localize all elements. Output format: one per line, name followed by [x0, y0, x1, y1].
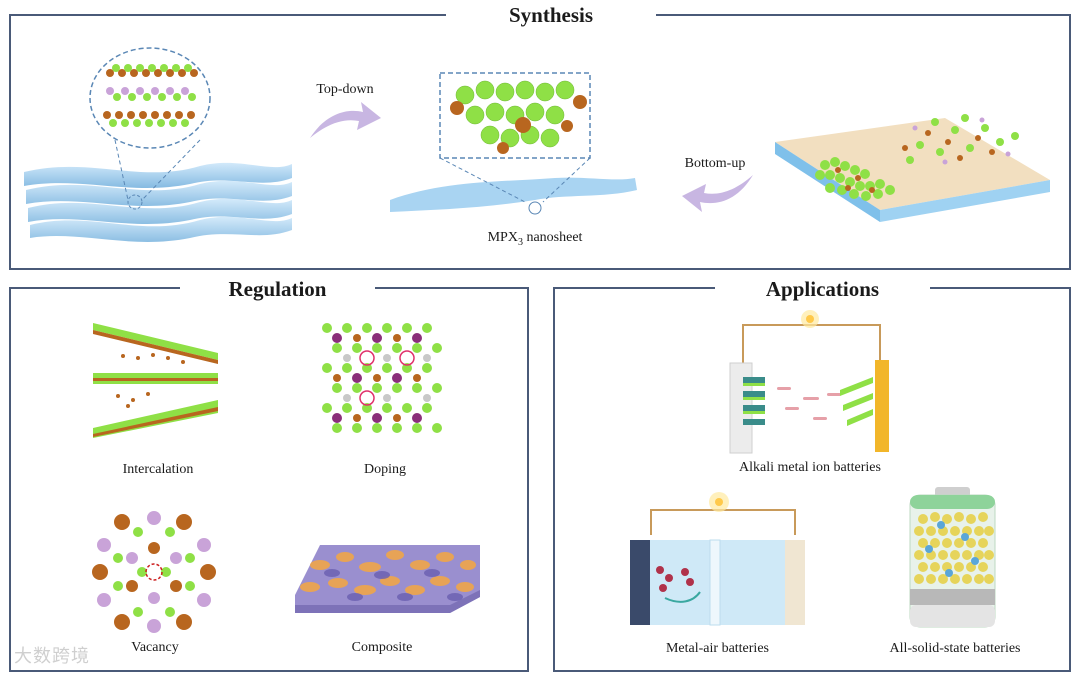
- nanosheet-subscript: 3: [517, 236, 523, 248]
- alkali-ion-battery-illustration: [729, 310, 889, 454]
- vacancy-label: Vacancy: [131, 640, 179, 655]
- metal-air-battery-illustration: [630, 492, 805, 626]
- composite-label: Composite: [351, 640, 413, 655]
- nanosheet-suffix: nanosheet: [522, 230, 583, 245]
- composite-illustration: [295, 545, 480, 613]
- watermark: 大数跨境: [14, 646, 90, 667]
- doping-label: Doping: [364, 462, 406, 477]
- all-solid-state-batteries-label: All-solid-state batteries: [889, 641, 1021, 656]
- top-down-arrow: [310, 102, 381, 138]
- bulk-layered-crystal: [24, 139, 292, 242]
- top-down-label: Top-down: [316, 82, 374, 97]
- solid-state-battery-illustration: [909, 487, 996, 628]
- synthesis-title: Synthesis: [446, 2, 656, 28]
- nanosheet-label: MPX3 nanosheet: [455, 230, 615, 248]
- intercalation-label: Intercalation: [122, 462, 194, 477]
- substrate-growth: [775, 114, 1050, 222]
- vacancy-illustration: [92, 511, 216, 633]
- alkali-ion-batteries-label: Alkali metal ion batteries: [739, 460, 881, 475]
- regulation-title: Regulation: [180, 276, 375, 302]
- mpx3-nanosheet: [390, 72, 637, 215]
- applications-title: Applications: [715, 276, 930, 302]
- metal-air-batteries-label: Metal-air batteries: [665, 641, 769, 656]
- nanosheet-formula: MPX: [487, 230, 518, 245]
- doping-illustration: [320, 321, 442, 441]
- layered-structure-zoom: [89, 47, 211, 149]
- bottom-up-label: Bottom-up: [684, 156, 746, 171]
- bottom-up-arrow: [682, 175, 753, 212]
- intercalation-illustration: [93, 323, 218, 438]
